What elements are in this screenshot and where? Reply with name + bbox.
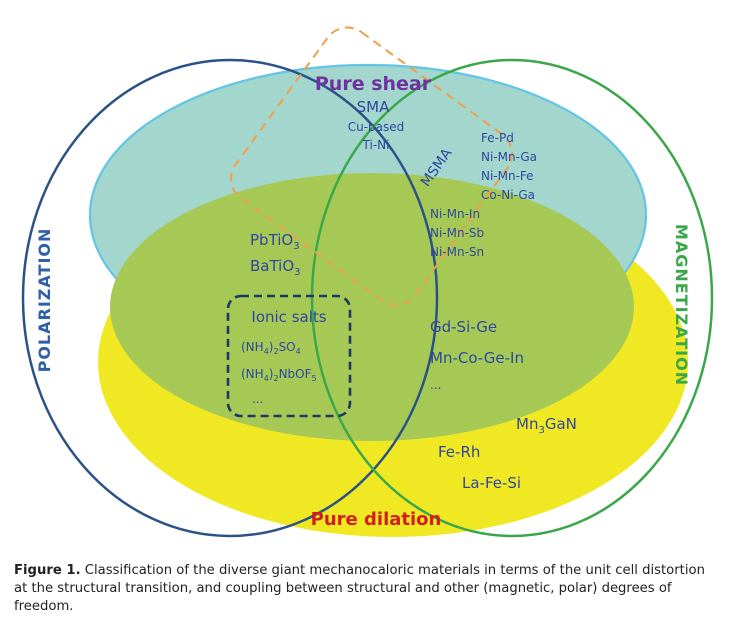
msma-item-ni-mn-in: Ni-Mn-In (430, 207, 480, 221)
dilation-fe-rh: Fe-Rh (438, 443, 480, 461)
magnetization-ellipse (310, 58, 714, 538)
sma-item-ti-ni: Ti-Ni (362, 138, 390, 152)
msma-item-ni-mn-sn: Ni-Mn-Sn (430, 245, 484, 259)
msma-item-ni-mn-sb: Ni-Mn-Sb (430, 226, 484, 240)
ferroelectric-pbtio3: PbTiO3 (250, 231, 300, 252)
polarization-label: POLARIZATION (35, 228, 54, 373)
msma-dashed-region (230, 26, 514, 306)
caption-text: Classification of the diverse giant mech… (14, 563, 705, 614)
msma-item-co-ni-ga: Co-Ni-Ga (481, 188, 535, 202)
sma-item-cu-based: Cu-based (348, 120, 405, 134)
caption-label: Figure 1. (14, 563, 81, 578)
dilation-la-fe-si: La-Fe-Si (462, 474, 521, 492)
magnetization-label: MAGNETIZATION (672, 224, 691, 386)
ionic-salts-title: Ionic salts (251, 308, 326, 326)
ionic-salts-ellipsis: ... (252, 392, 263, 406)
polarization-ellipse (21, 58, 439, 538)
ionic-salts-dashed-box (226, 294, 352, 418)
msma-item-ni-mn-ga: Ni-Mn-Ga (481, 150, 537, 164)
msma-item-fe-pd: Fe-Pd (481, 131, 514, 145)
ferroelectric-batio3: BaTiO3 (250, 257, 301, 278)
mechanocaloric-venn-diagram: Pure shear Pure dilation POLARIZATION MA… (21, 26, 714, 538)
magnetic-ellipsis: ... (430, 378, 441, 392)
ionic-salt-nh4-2-so4: (NH4)2SO4 (241, 340, 301, 356)
pure-dilation-label: Pure dilation (311, 509, 442, 530)
pure-shear-label: Pure shear (315, 73, 432, 95)
msma-item-ni-mn-fe: Ni-Mn-Fe (481, 169, 534, 183)
mixed-distortion-ellipse (110, 173, 634, 441)
magnetic-gd-si-ge: Gd-Si-Ge (430, 318, 497, 336)
figure-caption: Figure 1. Classification of the diverse … (14, 562, 716, 616)
dilation-mn3gan: Mn3GaN (516, 415, 577, 436)
ionic-salt-nh4-2-nbof5: (NH4)2NbOF5 (241, 367, 317, 383)
magnetic-mn-co-ge-in: Mn-Co-Ge-In (430, 349, 524, 367)
sma-title: SMA (357, 98, 390, 116)
